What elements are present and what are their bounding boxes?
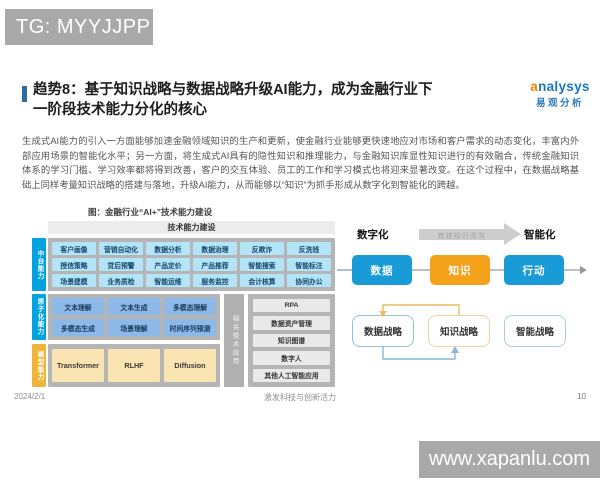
model-cell: Diffusion bbox=[164, 349, 216, 382]
related-cell: 知识图谱 bbox=[253, 333, 330, 348]
analysys-logo: analysys 易观分析 bbox=[527, 79, 593, 109]
capability-cell: 营销自动化 bbox=[99, 242, 143, 255]
strategy-intelligent: 智能战略 bbox=[504, 315, 566, 347]
atomic-cell: 场景理解 bbox=[108, 319, 160, 336]
title-line-1: 趋势8：基于知识战略与数据战略升级AI能力，成为金融行业下 bbox=[33, 82, 433, 98]
capability-table: 技术能力建设 中台能力 客户画像 营销自动化 数据分析 数据治理 反欺诈 反洗钱… bbox=[30, 221, 340, 389]
capability-cell: 反欺诈 bbox=[240, 242, 284, 255]
bridge-arrow-head-icon bbox=[504, 223, 521, 245]
table-header: 技术能力建设 bbox=[48, 221, 335, 234]
phase-intelligent-label: 智能化 bbox=[524, 229, 556, 241]
bridge-arrow-label: 跨越知识鸿沟 bbox=[437, 233, 486, 240]
atomic-panel: 文本理解 文本生成 多模态理解 多模态生成 场景理解 时间序列预测 bbox=[48, 294, 220, 340]
atomic-cell: 文本生成 bbox=[108, 298, 160, 315]
capability-cell: 智能标注 bbox=[287, 258, 331, 271]
title-line-2: 一阶段技术能力分化的核心 bbox=[33, 102, 207, 118]
capability-cell: 场景建模 bbox=[52, 274, 96, 287]
section-label-atomic: 原子化能力 bbox=[32, 294, 46, 340]
title-accent-bar bbox=[22, 86, 27, 102]
atomic-cell: 多模态理解 bbox=[164, 298, 216, 315]
mid-platform-panel: 客户画像 营销自动化 数据分析 数据治理 反欺诈 反洗钱 授信策略 贷后预警 产… bbox=[48, 238, 335, 291]
atomic-cell: 文本理解 bbox=[52, 298, 104, 315]
capability-cell: 数据分析 bbox=[146, 242, 190, 255]
body-paragraph: 生成式AI能力的引入一方面能够加速金融领域知识的生产和更新，使金融行业能够更快速… bbox=[22, 136, 579, 191]
capability-cell: 协同办公 bbox=[287, 274, 331, 287]
capability-cell: 智能搜索 bbox=[240, 258, 284, 271]
footer-slogan: 激发科技与创新活力 bbox=[264, 393, 336, 402]
related-tech-bar: 相关技术应用 bbox=[224, 294, 244, 387]
related-tech-panel: RPA 数据资产管理 知识图谱 数字人 其他人工智能应用 bbox=[248, 294, 335, 387]
capability-cell: 授信策略 bbox=[52, 258, 96, 271]
capability-cell: 客户画像 bbox=[52, 242, 96, 255]
strategy-data: 数据战略 bbox=[352, 315, 414, 347]
capability-cell: 反洗钱 bbox=[287, 242, 331, 255]
strategy-knowledge: 知识战略 bbox=[428, 315, 490, 347]
capability-cell: 业务质检 bbox=[99, 274, 143, 287]
section-label-mid-platform: 中台能力 bbox=[32, 238, 46, 291]
slide-title: 趋势8：基于知识战略与数据战略升级AI能力，成为金融行业下 一阶段技术能力分化的… bbox=[33, 80, 513, 120]
logo-wordmark: analysys bbox=[530, 79, 590, 94]
section-label-model: 模型能力 bbox=[32, 344, 46, 387]
capability-cell: 数据治理 bbox=[193, 242, 237, 255]
related-cell: RPA bbox=[253, 299, 330, 313]
flow-node-knowledge: 知识 bbox=[430, 255, 490, 285]
bridge-arrow-icon bbox=[419, 229, 504, 240]
model-cell: Transformer bbox=[52, 349, 104, 382]
logo-subtitle: 易观分析 bbox=[535, 98, 584, 109]
footer-date: 2024/2/1 bbox=[14, 392, 46, 401]
atomic-cell: 多模态生成 bbox=[52, 319, 104, 336]
capability-cell: 产品定价 bbox=[146, 258, 190, 271]
telegram-watermark-badge: TG: MYYJJPP bbox=[5, 9, 153, 45]
flow-node-data: 数据 bbox=[352, 255, 412, 285]
site-watermark-badge: www.xapanlu.com bbox=[419, 441, 600, 478]
capability-cell: 智能运维 bbox=[146, 274, 190, 287]
phase-digital-label: 数字化 bbox=[357, 229, 389, 241]
capability-cell: 服务监控 bbox=[193, 274, 237, 287]
related-cell: 其他人工智能应用 bbox=[253, 368, 330, 382]
related-cell: 数字人 bbox=[253, 351, 330, 365]
footer-page-number: 10 bbox=[577, 392, 586, 401]
capability-cell: 产品推荐 bbox=[193, 258, 237, 271]
flow-node-action: 行动 bbox=[504, 255, 564, 285]
capability-cell: 贷后预警 bbox=[99, 258, 143, 271]
atomic-cell: 时间序列预测 bbox=[164, 319, 216, 336]
model-panel: Transformer RLHF Diffusion bbox=[48, 344, 220, 387]
capability-cell: 会计核算 bbox=[240, 274, 284, 287]
model-cell: RLHF bbox=[108, 349, 160, 382]
related-cell: 数据资产管理 bbox=[253, 316, 330, 330]
figure-caption: 图：金融行业“AI+”技术能力建设 bbox=[88, 207, 212, 217]
